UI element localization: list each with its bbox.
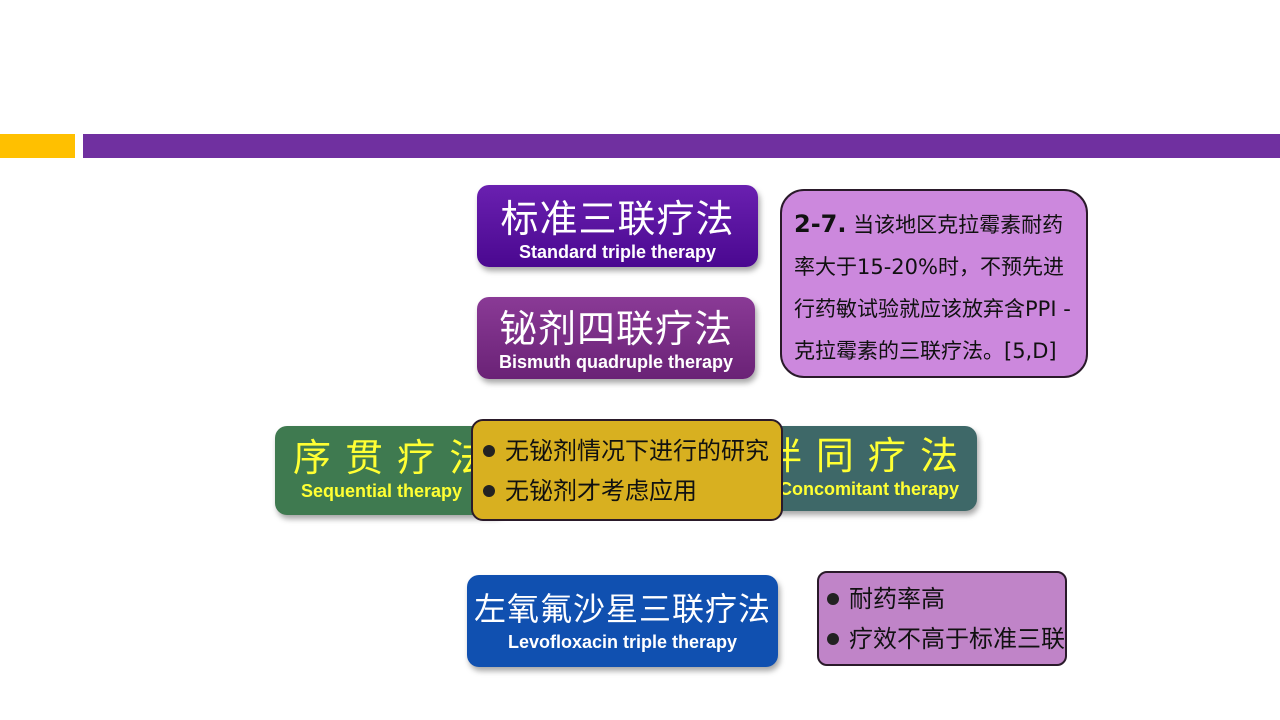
concomitant-therapy-card: 伴 同 疗 法 Concomitant therapy [745,426,977,511]
sequential-therapy-card: 序 贯 疗 法 Sequential therapy [275,426,505,515]
recommendation-number: 2-7. [794,210,847,238]
card-title-cn: 标准三联疗法 [500,197,735,241]
card-title-cn: 铋剂四联疗法 [498,307,733,351]
bismuth-quadruple-therapy-card: 铋剂四联疗法 Bismuth quadruple therapy [477,297,755,379]
levofloxacin-triple-therapy-card: 左氧氟沙星三联疗法 Levofloxacin triple therapy [467,575,778,667]
bullet-icon [483,485,495,497]
card-title-en: Bismuth quadruple therapy [498,352,734,372]
list-item: 无铋剂才考虑应用 [483,471,781,511]
bullet-icon [483,445,495,457]
recommendation-text: 当该地区克拉霉素耐药率大于15-20%时，不预先进行药敏试验就应该放弃含PPI … [794,213,1071,363]
list-item-text: 疗效不高于标准三联 [849,625,1065,653]
list-item: 耐药率高 [827,579,1065,619]
card-title-cn: 左氧氟沙星三联疗法 [473,590,771,628]
card-title-en: Standard triple therapy [518,242,717,262]
list-item: 无铋剂情况下进行的研究 [483,431,781,471]
list-item: 疗效不高于标准三联 [827,619,1065,659]
list-item-text: 无铋剂才考虑应用 [505,477,697,505]
bullet-icon [827,593,839,605]
card-title-en: Levofloxacin triple therapy [507,632,738,652]
card-title-en: Concomitant therapy [778,479,959,499]
list-item-text: 无铋剂情况下进行的研究 [505,437,769,465]
card-title-en: Sequential therapy [301,481,463,501]
accent-bar-yellow [0,134,75,158]
accent-bar-purple [83,134,1280,158]
levofloxacin-note: 耐药率高 疗效不高于标准三联 [817,571,1067,666]
recommendation-note: 2-7. 当该地区克拉霉素耐药率大于15-20%时，不预先进行药敏试验就应该放弃… [780,189,1088,378]
card-title-cn: 序 贯 疗 法 [293,436,489,480]
bismuth-free-note: 无铋剂情况下进行的研究 无铋剂才考虑应用 [471,419,783,521]
bullet-icon [827,633,839,645]
card-title-cn: 伴 同 疗 法 [763,434,959,478]
standard-triple-therapy-card: 标准三联疗法 Standard triple therapy [477,185,758,267]
list-item-text: 耐药率高 [849,585,945,613]
